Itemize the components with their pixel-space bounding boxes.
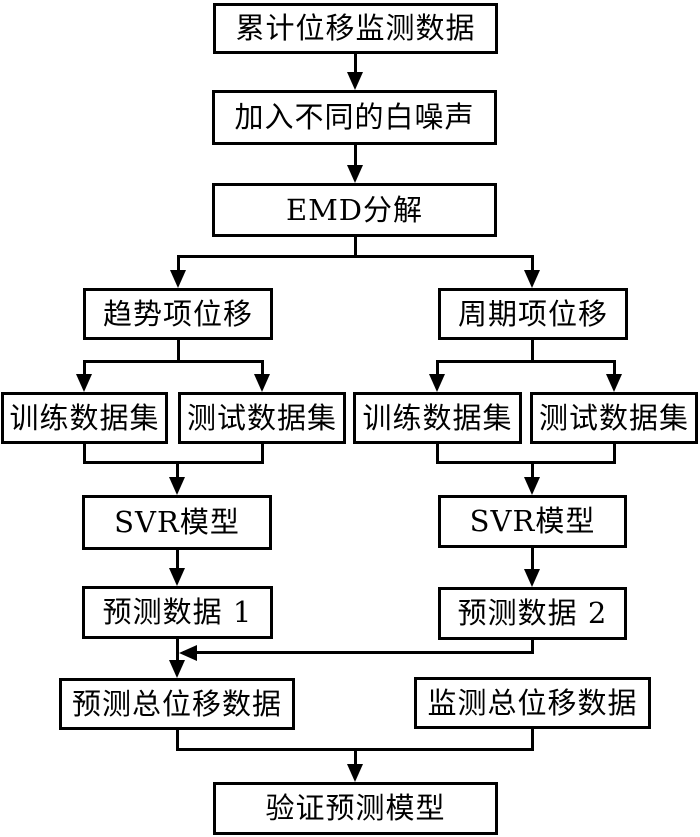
- connector-line: [261, 444, 264, 464]
- arrowhead-down: [524, 270, 540, 288]
- arrowhead-down: [254, 374, 270, 392]
- connector-line: [83, 360, 86, 377]
- node-prediction-data-2: 预测数据 2: [438, 587, 627, 640]
- connector-line: [83, 360, 264, 363]
- connector-line: [176, 463, 179, 479]
- arrowhead-down: [169, 477, 185, 495]
- connector-line: [176, 550, 179, 570]
- connector-line: [531, 255, 534, 273]
- node-trend-displacement: 趋势项位移: [83, 288, 273, 340]
- connector-line: [354, 53, 357, 80]
- connector-line: [531, 463, 534, 479]
- connector-line: [613, 443, 616, 464]
- arrowhead-down: [76, 374, 92, 392]
- arrowhead-down: [524, 477, 540, 495]
- connector-line: [531, 548, 534, 571]
- connector-line: [177, 255, 534, 258]
- connector-line: [177, 255, 180, 273]
- connector-line: [261, 360, 264, 377]
- connector-line: [176, 748, 534, 751]
- connector-line: [531, 640, 534, 654]
- connector-line: [436, 461, 616, 464]
- arrowhead-down: [170, 270, 186, 288]
- arrowhead-down: [347, 72, 363, 90]
- connector-line: [436, 360, 439, 377]
- node-svr-model-left: SVR模型: [82, 495, 272, 550]
- arrowhead-down: [606, 374, 622, 392]
- connector-line: [83, 444, 86, 464]
- node-periodic-displacement: 周期项位移: [438, 288, 628, 340]
- arrowhead-down: [347, 165, 363, 183]
- connector-line: [354, 145, 357, 170]
- node-emd-decomposition: EMD分解: [212, 183, 497, 237]
- node-prediction-data-1: 预测数据 1: [82, 586, 273, 639]
- connector-line: [613, 360, 616, 377]
- connector-line: [436, 443, 439, 464]
- connector-line: [176, 730, 179, 751]
- connector-line: [183, 651, 533, 654]
- node-predicted-total-displacement: 预测总位移数据: [59, 678, 295, 730]
- connector-line: [354, 750, 357, 766]
- connector-line: [83, 461, 264, 464]
- node-training-set-left: 训练数据集: [1, 392, 168, 444]
- connector-line: [176, 639, 179, 662]
- node-test-set-left: 测试数据集: [178, 392, 346, 444]
- connector-line: [531, 729, 534, 751]
- connector-line: [531, 340, 534, 363]
- arrowhead-down: [169, 568, 185, 586]
- node-monitored-total-displacement: 监测总位移数据: [414, 677, 651, 729]
- node-cumulative-displacement-data: 累计位移监测数据: [213, 3, 498, 54]
- node-training-set-right: 训练数据集: [353, 392, 522, 444]
- connector-line: [436, 360, 616, 363]
- node-svr-model-right: SVR模型: [438, 495, 627, 548]
- arrowhead-down: [169, 660, 185, 678]
- arrowhead-down: [347, 764, 363, 782]
- connector-line: [354, 237, 357, 258]
- arrowhead-left: [179, 645, 197, 661]
- node-validate-prediction-model: 验证预测模型: [213, 782, 498, 835]
- connector-line: [177, 340, 180, 363]
- arrowhead-down: [429, 374, 445, 392]
- arrowhead-down: [524, 569, 540, 587]
- node-add-white-noise: 加入不同的白噪声: [212, 90, 497, 145]
- node-test-set-right: 测试数据集: [530, 392, 698, 444]
